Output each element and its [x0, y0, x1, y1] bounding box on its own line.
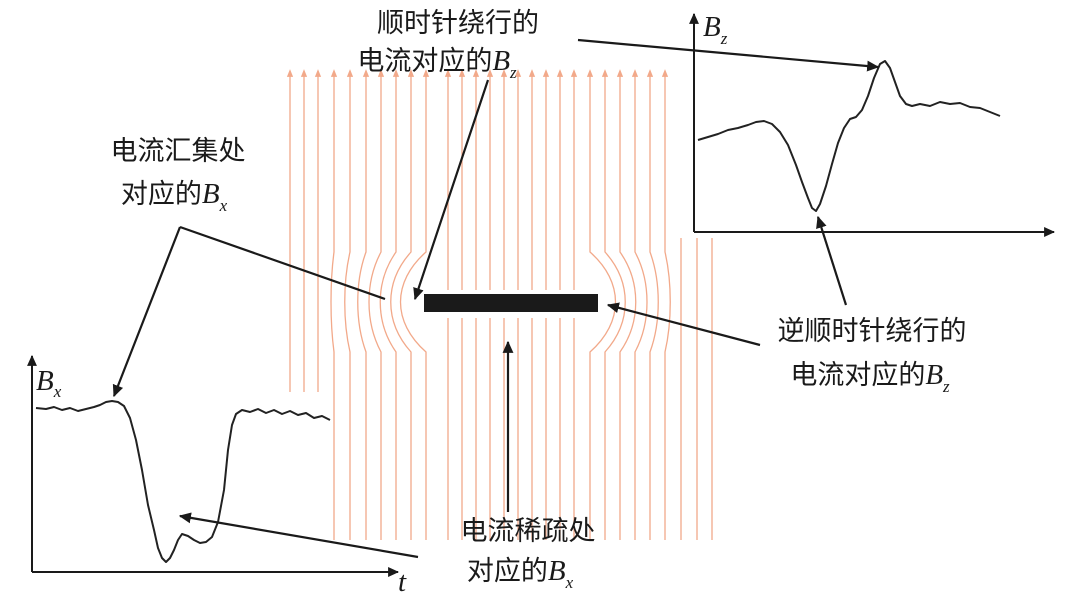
- field-line: [379, 69, 400, 540]
- field-line: [390, 69, 415, 540]
- label-left: 电流汇集处 对应的Bx: [111, 136, 246, 215]
- label-right-line1: 逆顺时针绕行的: [778, 316, 967, 347]
- label-right: 逆顺时针绕行的 电流对应的Bz: [778, 316, 967, 396]
- bz-axis-label: Bz: [703, 11, 728, 48]
- label-right-line2: 电流对应的Bz: [790, 359, 950, 396]
- arrow-right-to-bz-trough: [816, 215, 848, 306]
- field-line: [357, 69, 370, 540]
- label-top-line1: 顺时针绕行的: [377, 8, 539, 39]
- magnetic-field-lines: [286, 69, 713, 540]
- field-line: [586, 69, 617, 540]
- field-line: [399, 69, 430, 540]
- label-top-line2: 电流对应的Bz: [357, 45, 517, 82]
- field-line: [330, 69, 338, 540]
- field-line: [631, 69, 648, 540]
- bx-axis-label: Bx: [36, 365, 62, 401]
- arrow-left-to-bx-plateau: [112, 226, 182, 398]
- field-line: [661, 69, 671, 540]
- field-line: [368, 69, 385, 540]
- arrow-right-to-bar-edge: [606, 302, 761, 347]
- pointer-arrows: [112, 38, 880, 559]
- label-bottom-line2: 对应的Bx: [467, 555, 574, 592]
- bx-plot: Bx t: [27, 354, 407, 598]
- label-bottom-line1: 电流稀疏处: [461, 516, 596, 547]
- bz-waveform: [697, 60, 1001, 212]
- arrow-top-to-bz-peak: [577, 38, 880, 72]
- bz-plot: Bz: [689, 11, 1056, 237]
- label-bottom: 电流稀疏处 对应的Bx: [461, 516, 596, 592]
- label-top: 顺时针绕行的 电流对应的Bz: [357, 8, 539, 82]
- field-line: [646, 69, 659, 540]
- field-line: [601, 69, 626, 540]
- label-left-line2: 对应的Bx: [121, 178, 228, 215]
- defect-bar: [424, 294, 598, 312]
- field-line: [616, 69, 637, 540]
- arrow-bottom-to-bx-trough: [178, 512, 419, 559]
- label-left-line1: 电流汇集处: [111, 136, 246, 167]
- field-line: [344, 69, 354, 540]
- t-axis-label: t: [398, 566, 407, 598]
- arrow-left-to-field: [179, 225, 386, 301]
- arrow-top-to-left-edge: [413, 79, 490, 301]
- bx-waveform: [35, 400, 331, 563]
